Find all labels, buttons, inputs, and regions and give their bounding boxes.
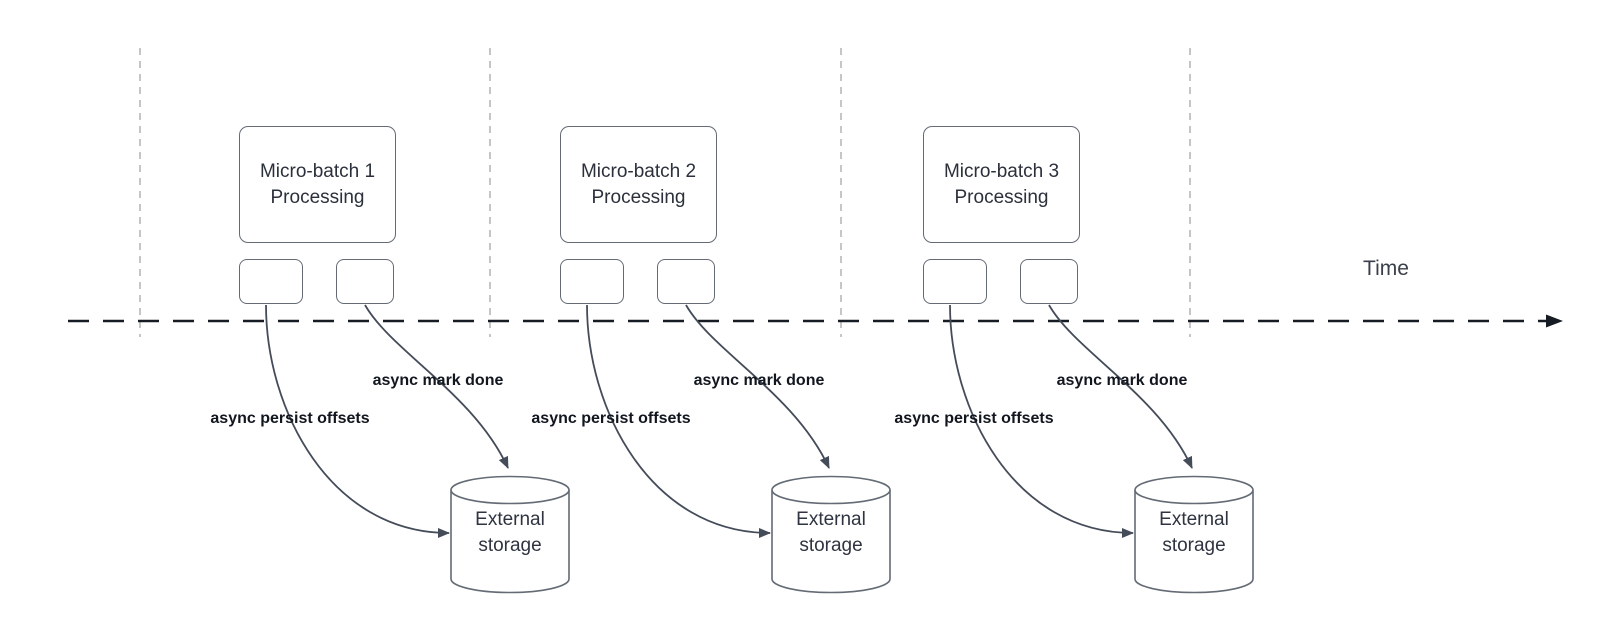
storage-label: External storage	[451, 507, 569, 559]
persist-offsets-arrow	[949, 304, 1134, 538]
external-storage-cylinder	[771, 490, 891, 594]
mark-done-arrow	[685, 304, 830, 469]
storage-label-line2: storage	[799, 535, 863, 556]
storage-label: External storage	[1135, 507, 1253, 559]
external-storage-cylinder	[1134, 490, 1254, 594]
persist-offsets-chip	[560, 259, 624, 304]
persist-offsets-chip	[923, 259, 987, 304]
external-storage-cylinder-top	[450, 475, 570, 505]
box-title-line1: Micro-batch 2	[580, 160, 697, 182]
mark-done-chip	[1020, 259, 1078, 304]
persist-offsets-arrow	[586, 304, 771, 538]
mark-done-chip	[336, 259, 394, 304]
mark-done-arrow	[364, 304, 509, 469]
external-storage-cylinder	[450, 490, 570, 594]
persist-offsets-label: async persist offsets	[531, 410, 691, 427]
box-title-line2: Processing	[270, 186, 365, 208]
storage-label-line1: External	[796, 509, 866, 530]
persist-offsets-label: async persist offsets	[894, 410, 1054, 427]
time-axis-label: Time	[1363, 257, 1409, 280]
mark-done-chip	[657, 259, 715, 304]
persist-offsets-arrow	[265, 304, 450, 538]
box-title-line2: Processing	[591, 186, 686, 208]
storage-label-line2: storage	[1162, 535, 1226, 556]
mark-done-arrow	[1048, 304, 1193, 469]
micro-batch-box: Micro-batch 1 Processing	[239, 126, 396, 243]
mark-done-label: async mark done	[1056, 372, 1188, 389]
external-storage-cylinder-top	[771, 475, 891, 505]
mark-done-label: async mark done	[693, 372, 825, 389]
storage-label-line1: External	[475, 509, 545, 530]
persist-offsets-label: async persist offsets	[210, 410, 370, 427]
storage-label-line1: External	[1159, 509, 1229, 530]
mark-done-label: async mark done	[372, 372, 504, 389]
box-title-line1: Micro-batch 1	[259, 160, 376, 182]
persist-offsets-chip	[239, 259, 303, 304]
storage-label: External storage	[772, 507, 890, 559]
box-title-line2: Processing	[954, 186, 1049, 208]
storage-label-line2: storage	[478, 535, 542, 556]
box-title-line1: Micro-batch 3	[943, 160, 1060, 182]
micro-batch-box: Micro-batch 2 Processing	[560, 126, 717, 243]
micro-batch-box: Micro-batch 3 Processing	[923, 126, 1080, 243]
external-storage-cylinder-top	[1134, 475, 1254, 505]
